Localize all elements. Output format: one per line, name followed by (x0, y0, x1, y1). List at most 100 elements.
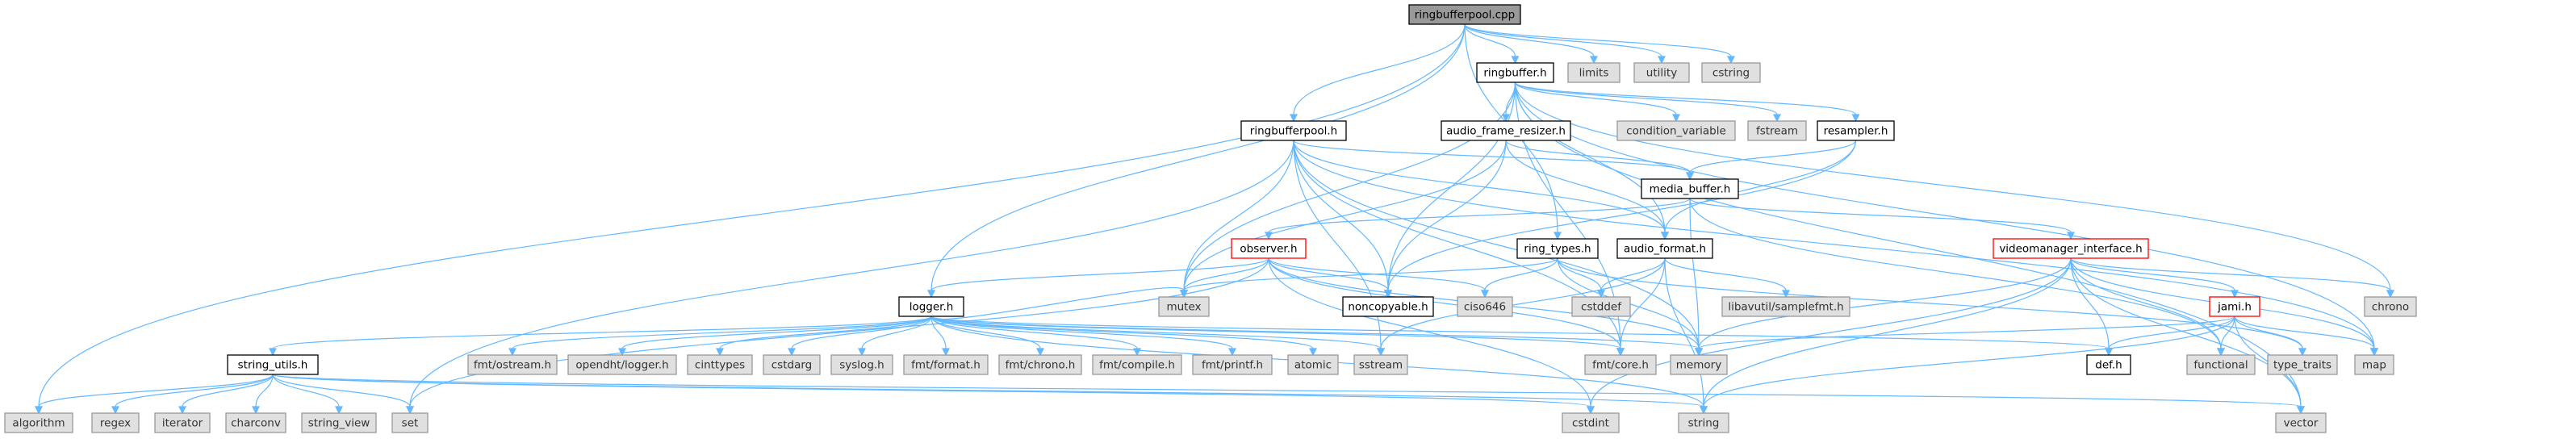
node-videomanager-interface-h[interactable]: videomanager_interface.h (1993, 238, 2149, 259)
node-mutex[interactable]: mutex (1158, 296, 1210, 317)
edge-line (1698, 316, 2235, 349)
node-label: utility (1646, 67, 1677, 80)
node-utility[interactable]: utility (1633, 62, 1690, 83)
node-string-utils-h[interactable]: string_utils.h (227, 354, 319, 375)
node-samplefmt[interactable]: libavutil/samplefmt.h (1721, 296, 1850, 317)
node-string[interactable]: string (1678, 412, 1729, 433)
node-audio-format-h[interactable]: audio_format.h (1616, 238, 1713, 259)
node-charconv[interactable]: charconv (225, 412, 286, 433)
node-set[interactable]: set (391, 412, 429, 433)
node-sstream[interactable]: sstream (1353, 354, 1408, 375)
edge-line (1183, 257, 1558, 291)
edge-line (2070, 257, 2222, 349)
edge-string-utils-h-to-algorithm (35, 374, 274, 415)
node-label: map (2362, 359, 2386, 372)
edge-line (2220, 316, 2235, 349)
edge-ringbuffer-h-to-resampler-h (1514, 81, 1860, 123)
edge-line (1689, 198, 2222, 349)
edge-arrowhead (1309, 348, 1317, 357)
node-def-h[interactable]: def.h (2086, 354, 2131, 375)
edge-line (1293, 140, 1691, 173)
node-box (1092, 354, 1182, 375)
node-syslog-h[interactable]: syslog.h (830, 354, 893, 375)
node-fmt-printf[interactable]: fmt/printf.h (1192, 354, 1273, 375)
edge-line (1183, 140, 1294, 291)
edge-line (272, 374, 411, 407)
edge-line (1689, 140, 1857, 173)
edge-line (1664, 257, 1704, 407)
edge-arrowhead (1036, 348, 1044, 357)
node-label: videomanager_interface.h (1999, 243, 2142, 256)
node-audio-frame-resizer-h[interactable]: audio_frame_resizer.h (1441, 120, 1571, 141)
edge-arrowhead (252, 406, 260, 415)
node-fmt-ostream[interactable]: fmt/ostream.h (467, 354, 558, 375)
node-algorithm[interactable]: algorithm (4, 412, 73, 433)
edge-audio-format-h-to-cstddef (1597, 257, 1666, 299)
node-fmt-compile[interactable]: fmt/compile.h (1092, 354, 1182, 375)
edge-line (272, 374, 1704, 407)
node-cstddef[interactable]: cstddef (1571, 296, 1631, 317)
edge-line (409, 257, 1269, 407)
node-ringbufferpool-cpp[interactable]: ringbufferpool.cpp (1408, 4, 1521, 25)
node-functional[interactable]: functional (2186, 354, 2256, 375)
node-box (1562, 412, 1620, 433)
node-cinttypes[interactable]: cinttypes (687, 354, 753, 375)
edge-arrowhead (1686, 172, 1694, 181)
node-ring-types-h[interactable]: ring_types.h (1516, 238, 1599, 259)
node-iterator[interactable]: iterator (154, 412, 211, 433)
edge-arrowhead (1727, 56, 1735, 65)
node-regex[interactable]: regex (91, 412, 140, 433)
node-fmt-core[interactable]: fmt/core.h (1584, 354, 1657, 375)
node-map[interactable]: map (2354, 354, 2394, 375)
node-noncopyable-h[interactable]: noncopyable.h (1342, 296, 1434, 317)
edge-ringbufferpool-cpp-to-cstring (1464, 23, 1735, 65)
node-box (1287, 354, 1339, 375)
node-cstring[interactable]: cstring (1701, 62, 1761, 83)
node-fmt-chrono[interactable]: fmt/chrono.h (998, 354, 1082, 375)
node-label: ringbuffer.h (1483, 67, 1546, 80)
node-box (154, 412, 211, 433)
node-limits[interactable]: limits (1567, 62, 1620, 83)
edge-arrowhead (335, 406, 343, 415)
node-atomic[interactable]: atomic (1287, 354, 1339, 375)
node-jami-h[interactable]: jami.h (2209, 296, 2260, 317)
node-fmt-format[interactable]: fmt/format.h (903, 354, 989, 375)
edge-resampler-h-to-audio-format-h (1661, 140, 1857, 240)
edge-ringbuffer-h-to-condition-variable (1514, 81, 1680, 123)
edge-line (930, 316, 1700, 349)
node-resampler-h[interactable]: resampler.h (1817, 120, 1895, 141)
edge-line (2234, 316, 2375, 349)
node-label: fmt/core.h (1592, 359, 1649, 372)
node-opendht-logger[interactable]: opendht/logger.h (567, 354, 677, 375)
node-label: fmt/compile.h (1099, 359, 1175, 372)
node-chrono[interactable]: chrono (2364, 296, 2417, 317)
node-box (1584, 354, 1657, 375)
edge-logger-h-to-syslog-h (858, 316, 932, 357)
node-ringbufferpool-h[interactable]: ringbufferpool.h (1240, 120, 1347, 141)
node-memory[interactable]: memory (1670, 354, 1728, 375)
node-string-view[interactable]: string_view (301, 412, 377, 433)
edge-ring-types-h-to-ciso646 (1481, 257, 1558, 299)
node-cstdarg[interactable]: cstdarg (763, 354, 821, 375)
edge-arrowhead (2370, 348, 2378, 357)
node-observer-h[interactable]: observer.h (1231, 238, 1307, 259)
node-label: audio_frame_resizer.h (1446, 125, 1566, 138)
node-condition-variable[interactable]: condition_variable (1616, 120, 1736, 141)
edge-arrowhead (1700, 406, 1708, 415)
node-fstream[interactable]: fstream (1747, 120, 1807, 141)
edge-line (512, 316, 932, 349)
edge-arrowhead (618, 348, 626, 357)
edge-line (930, 257, 1269, 291)
node-media-buffer-h[interactable]: media_buffer.h (1641, 178, 1739, 199)
node-vector[interactable]: vector (2275, 412, 2327, 433)
node-logger-h[interactable]: logger.h (898, 296, 964, 317)
node-ringbuffer-h[interactable]: ringbuffer.h (1476, 62, 1554, 83)
edge-arrowhead (2067, 232, 2075, 240)
node-label: logger.h (910, 301, 954, 314)
edge-arrowhead (858, 348, 866, 357)
node-cstdint[interactable]: cstdint (1562, 412, 1620, 433)
node-ciso646[interactable]: ciso646 (1457, 296, 1513, 317)
node-type-traits[interactable]: type_traits (2267, 354, 2338, 375)
edge-line (1703, 316, 2235, 407)
edges-layer (35, 23, 2394, 415)
